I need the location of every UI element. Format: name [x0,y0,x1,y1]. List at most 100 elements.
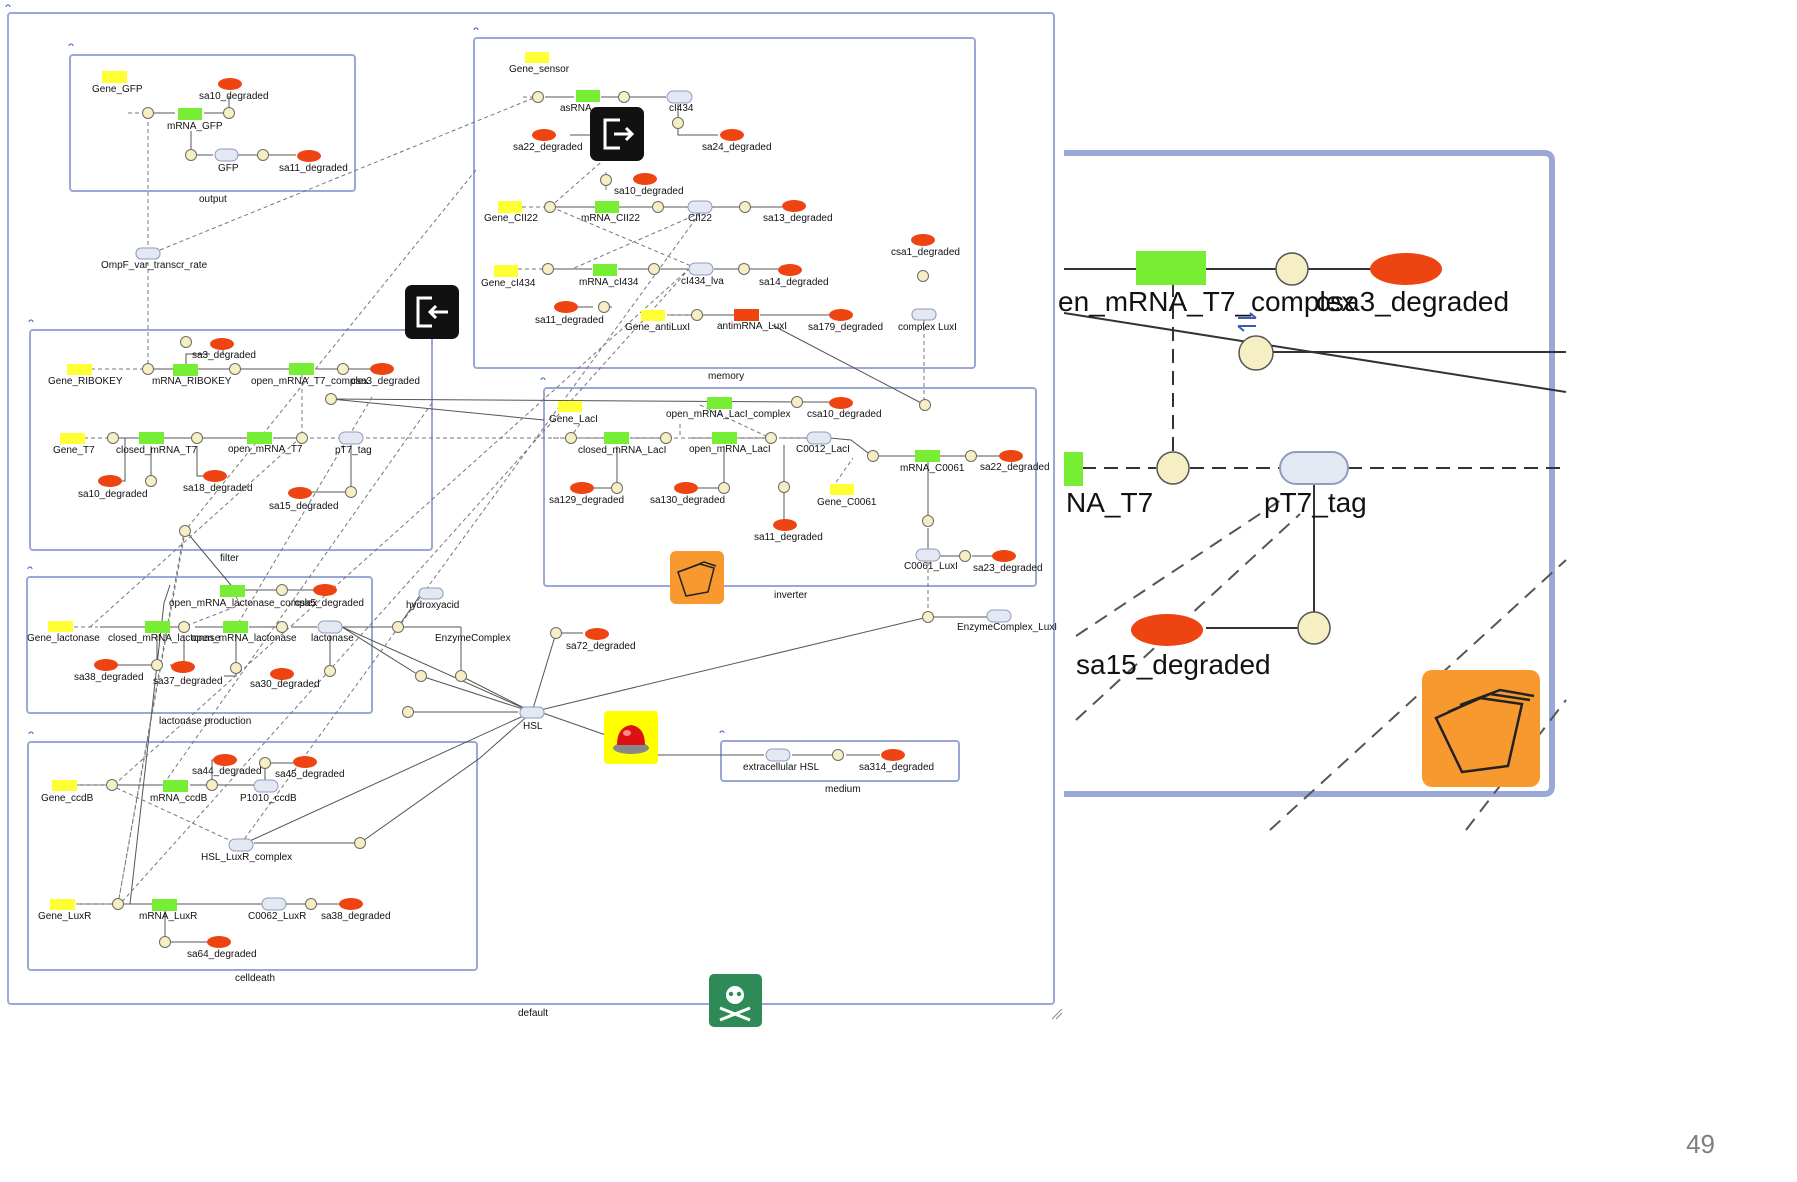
antisense-mrna-node[interactable] [734,309,759,321]
process-node[interactable] [325,393,337,405]
process-node[interactable] [179,525,191,537]
degraded-node[interactable] [585,628,609,640]
layers-icon[interactable] [670,551,724,604]
degraded-node[interactable] [207,936,231,948]
process-node[interactable] [600,174,612,186]
mrna-node[interactable] [163,780,188,792]
process-node[interactable] [922,515,934,527]
degraded-node[interactable] [773,519,797,531]
gene-node[interactable] [494,265,518,277]
protein-node[interactable] [253,779,279,793]
gene-node[interactable] [498,201,522,213]
mrna-node[interactable] [173,364,198,376]
gene-node[interactable] [525,52,549,63]
degraded-node[interactable] [171,661,195,673]
protein-node[interactable] [806,431,832,445]
process-node[interactable] [959,550,971,562]
compartment-celldeath[interactable] [27,741,478,971]
process-node[interactable] [296,432,308,444]
process-node[interactable] [106,779,118,791]
degraded-node[interactable] [633,173,657,185]
compartment-default[interactable] [7,12,1055,1005]
compartment-medium[interactable] [720,740,960,782]
degraded-node[interactable] [210,338,234,350]
protein-node[interactable] [135,247,161,260]
process-node[interactable] [598,301,610,313]
process-node[interactable] [672,117,684,129]
process-node[interactable] [345,486,357,498]
resize-grip-icon[interactable] [1051,1008,1063,1020]
process-node[interactable] [832,749,844,761]
process-node[interactable] [259,757,271,769]
protein-node[interactable] [765,748,791,762]
mrna-node[interactable] [145,621,170,633]
gene-node[interactable] [641,310,665,321]
process-node[interactable] [112,898,124,910]
degraded-node[interactable] [94,659,118,671]
process-node[interactable] [544,201,556,213]
process-node[interactable] [565,432,577,444]
degraded-node[interactable] [532,129,556,141]
mrna-node[interactable] [247,432,272,444]
process-node[interactable] [648,263,660,275]
degraded-node[interactable] [778,264,802,276]
process-node[interactable] [337,363,349,375]
gene-node[interactable] [67,364,92,375]
process-node[interactable] [965,450,977,462]
degraded-node[interactable] [293,756,317,768]
gene-node[interactable] [102,71,127,83]
zoom-mrna-node[interactable] [1136,251,1206,285]
degraded-node[interactable] [554,301,578,313]
protein-node[interactable] [687,200,713,214]
process-node[interactable] [276,621,288,633]
process-node[interactable] [191,432,203,444]
protein-node[interactable] [418,587,444,600]
protein-node[interactable] [214,148,239,162]
process-node[interactable] [660,432,672,444]
process-node[interactable] [739,201,751,213]
process-node[interactable] [611,482,623,494]
process-node[interactable] [151,659,163,671]
zoom-degraded-node[interactable] [1370,253,1442,285]
mrna-node[interactable] [178,108,202,120]
skull-crossbones-icon[interactable] [709,974,762,1027]
mrna-node[interactable] [289,363,314,375]
mrna-node[interactable] [593,264,617,276]
protein-node[interactable] [338,431,364,445]
exit-icon[interactable] [590,107,644,161]
compartment-filter[interactable] [29,329,433,551]
enter-icon[interactable] [405,285,459,339]
degraded-node[interactable] [288,487,312,499]
degraded-node[interactable] [213,754,237,766]
process-node[interactable] [107,432,119,444]
process-node[interactable] [691,309,703,321]
degraded-node[interactable] [313,584,337,596]
mrna-node[interactable] [712,432,737,444]
process-node[interactable] [652,201,664,213]
gene-node[interactable] [830,484,854,495]
protein-node[interactable] [519,706,545,719]
degraded-node[interactable] [782,200,806,212]
process-node[interactable] [765,432,777,444]
zoom-process-node[interactable] [1156,451,1190,485]
zoom-protein-node[interactable] [1279,451,1349,485]
process-node[interactable] [455,670,467,682]
degraded-node[interactable] [881,749,905,761]
gene-node[interactable] [48,621,73,632]
process-node[interactable] [867,450,879,462]
compartment-lactonase[interactable] [26,576,373,714]
protein-node[interactable] [317,620,343,634]
mrna-node[interactable] [604,432,629,444]
mrna-node[interactable] [595,201,619,213]
gene-node[interactable] [60,433,85,444]
gene-node[interactable] [50,899,75,910]
process-node[interactable] [142,107,154,119]
degraded-node[interactable] [720,129,744,141]
zoom-process-node[interactable] [1238,335,1274,371]
mrna-node[interactable] [915,450,940,462]
process-node[interactable] [257,149,269,161]
process-node[interactable] [178,621,190,633]
process-node[interactable] [550,627,562,639]
process-node[interactable] [354,837,366,849]
zoom-process-node[interactable] [1275,252,1309,286]
